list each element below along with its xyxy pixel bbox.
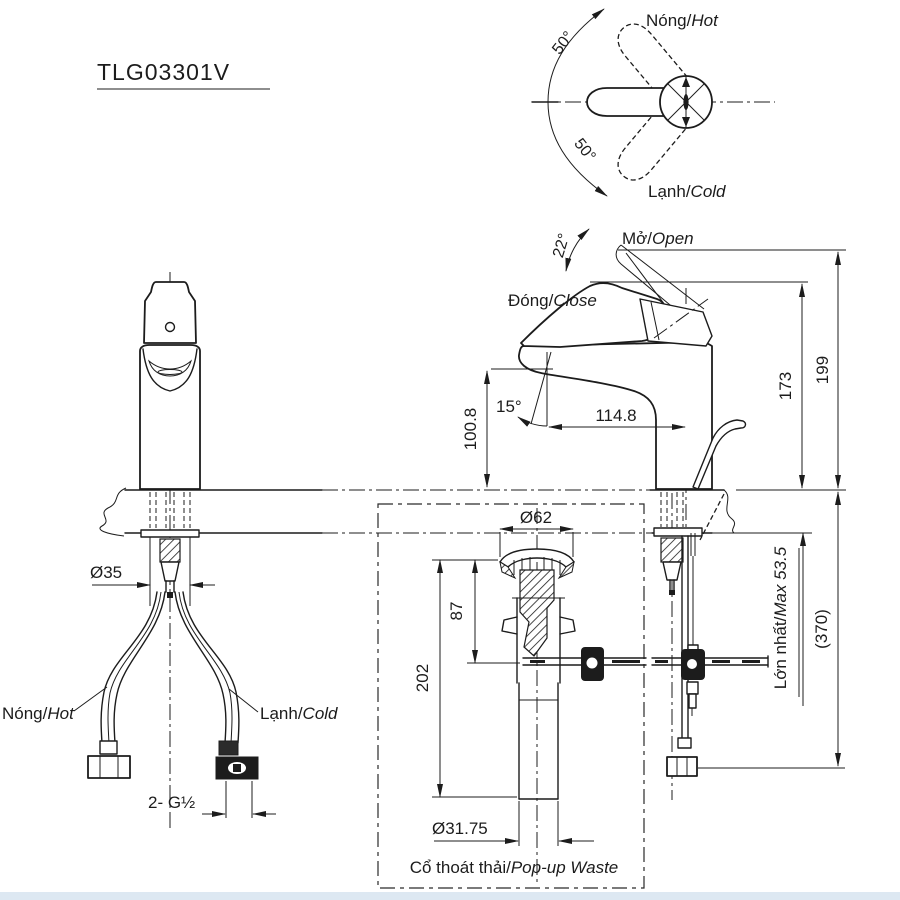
popup-waste-detail: Ø62 87 <box>377 503 647 889</box>
label-hot-hose: Nóng/Hot <box>2 704 75 723</box>
dim-handle-swing-lower: 50° <box>570 135 598 165</box>
dim-tail-diameter: Ø31.75 <box>432 819 488 838</box>
dim-thread: 2- G½ <box>148 793 195 812</box>
top-view-handle-swing: 50° 50° Nóng/Hot Lạnh/Cold <box>531 8 775 201</box>
label-open: Mở/Open <box>622 229 694 248</box>
dim-install-depth: (370) <box>812 609 831 649</box>
counter-section <box>99 487 846 537</box>
dim-max-deck-thickness: Lớn nhất/Max 53.5 <box>771 546 790 689</box>
dim-overflow-depth: 87 <box>447 602 466 621</box>
dim-handle-swing-upper: 50° <box>549 28 577 58</box>
side-view-below-deck <box>651 492 845 800</box>
label-close: Đóng/Close <box>508 291 597 310</box>
dim-flange-diameter: Ø62 <box>520 508 552 527</box>
dim-hole-diameter: Ø35 <box>90 563 122 582</box>
model-number: TLG03301V <box>97 59 230 85</box>
drawing-title: TLG03301V <box>97 59 270 90</box>
dim-height-open: 199 <box>813 356 832 384</box>
dim-spout-angle: 15° <box>496 397 522 416</box>
label-popup-waste: Cổ thoát thải/Pop-up Waste <box>410 858 619 877</box>
dim-spout-reach: 114.8 <box>595 406 636 425</box>
dim-open-angle: 22° <box>550 232 573 260</box>
label-cold-hose: Lạnh/Cold <box>260 704 338 723</box>
bottom-strip <box>0 892 900 900</box>
faucet-front-view: Ø35 2- G½ Nóng/Hot Lạnh/Cold <box>2 272 338 832</box>
dim-spout-height: 100.8 <box>461 408 480 451</box>
right-dimensions: Lớn nhất/Max 53.5 (370) <box>771 491 841 767</box>
dim-height-body: 173 <box>776 372 795 400</box>
dim-tail-length: 202 <box>413 664 432 692</box>
label-cold-top: Lạnh/Cold <box>648 182 726 201</box>
label-hot-top: Nóng/Hot <box>646 11 719 30</box>
faucet-side-view: 15° 100.8 114.8 22° Mở/Open Đóng/Close 1… <box>461 228 846 531</box>
